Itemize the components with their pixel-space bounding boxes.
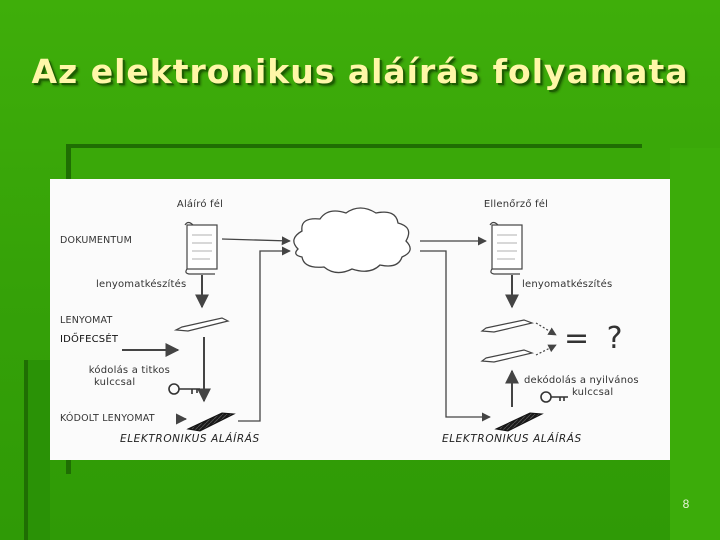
encrypt-label-line2: kulccsal	[94, 377, 136, 388]
deco-right-lighter	[670, 148, 720, 540]
deco-top-band	[72, 148, 720, 178]
diagram-graphics	[122, 207, 568, 432]
electronic-signature-right: ELEKTRONIKUS ALÁÍRÁS	[442, 433, 582, 445]
signature-process-diagram: Aláíró fél Ellenőrző fél DOKUMENTUM leny…	[50, 179, 670, 460]
compare-arrow-bottom	[535, 344, 557, 356]
comparison-symbol: = ?	[564, 321, 627, 356]
electronic-signature-left: ELEKTRONIKUS ALÁÍRÁS	[120, 433, 260, 445]
document-scroll-icon-left	[184, 221, 218, 275]
slide-title: Az elektronikus aláírás folyamata	[31, 52, 689, 91]
digest-icon-right-top	[480, 319, 535, 333]
page-number: 8	[682, 497, 690, 511]
network-cloud-icon	[293, 207, 411, 274]
transmission-line-right	[420, 250, 491, 422]
deco-top-bar	[66, 144, 642, 148]
timestamp-label: IDŐFECSÉT	[60, 334, 119, 345]
decode-label-line1: dekódolás a nyilvános	[524, 375, 639, 386]
document-to-cloud-line	[221, 236, 291, 246]
public-key-icon	[540, 391, 568, 403]
deco-left-panel-edge	[24, 360, 28, 540]
digest-icon-right-bottom	[480, 349, 535, 363]
encrypt-label-line1: kódolás a titkos	[88, 365, 170, 376]
decode-label-line2: kulccsal	[572, 387, 614, 398]
verifier-header: Ellenőrző fél	[483, 199, 549, 210]
private-key-icon	[168, 383, 200, 395]
digest-icon-left	[173, 317, 230, 332]
encrypted-digest-icon-left	[186, 412, 236, 432]
digest-label: LENYOMAT	[60, 315, 113, 326]
encrypted-digest-icon-right	[494, 412, 544, 432]
signer-header: Aláíró fél	[176, 199, 224, 210]
document-label: DOKUMENTUM	[60, 235, 132, 246]
encrypted-digest-label: KÓDOLT LENYOMAT	[60, 413, 155, 424]
compare-arrow-top	[535, 322, 557, 336]
hash-step-left-label: lenyomatkészítés	[96, 279, 187, 290]
deco-left-panel	[24, 360, 50, 540]
transmission-line-left	[238, 246, 291, 422]
hash-step-right-label: lenyomatkészítés	[522, 279, 613, 290]
document-scroll-icon-right	[489, 221, 523, 275]
